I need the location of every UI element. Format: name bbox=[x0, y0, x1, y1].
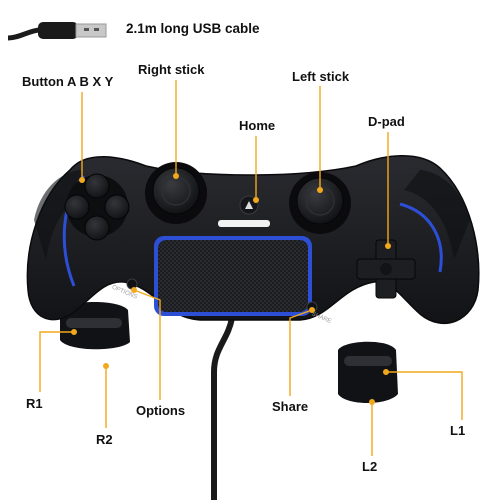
r-shoulder-buttons bbox=[60, 301, 130, 350]
buttons-abxy-label: Button A B X Y bbox=[22, 74, 114, 89]
left-stick bbox=[289, 172, 351, 234]
usb-plug-icon bbox=[7, 22, 107, 41]
right-stick-label: Right stick bbox=[138, 62, 205, 77]
light-bar bbox=[218, 220, 270, 227]
callout-dots bbox=[71, 173, 391, 405]
dpad-label: D-pad bbox=[368, 114, 405, 129]
usb-cable bbox=[211, 317, 235, 500]
blue-accent-right bbox=[399, 202, 443, 273]
l-shoulder-buttons bbox=[338, 341, 398, 403]
share-label: Share bbox=[272, 399, 309, 414]
home-label: Home bbox=[239, 118, 276, 133]
r2-label: R2 bbox=[96, 432, 113, 447]
left-stick-label: Left stick bbox=[292, 69, 350, 84]
touchpad bbox=[154, 236, 312, 316]
usb-cable-label: 2.1m long USB cable bbox=[126, 21, 260, 36]
l2-label: L2 bbox=[362, 459, 378, 474]
callout-lines bbox=[39, 80, 463, 456]
l1-label: L1 bbox=[450, 423, 466, 438]
options-label: Options bbox=[136, 403, 186, 418]
r1-label: R1 bbox=[26, 396, 43, 411]
face-buttons bbox=[64, 173, 130, 241]
dpad bbox=[356, 239, 416, 299]
